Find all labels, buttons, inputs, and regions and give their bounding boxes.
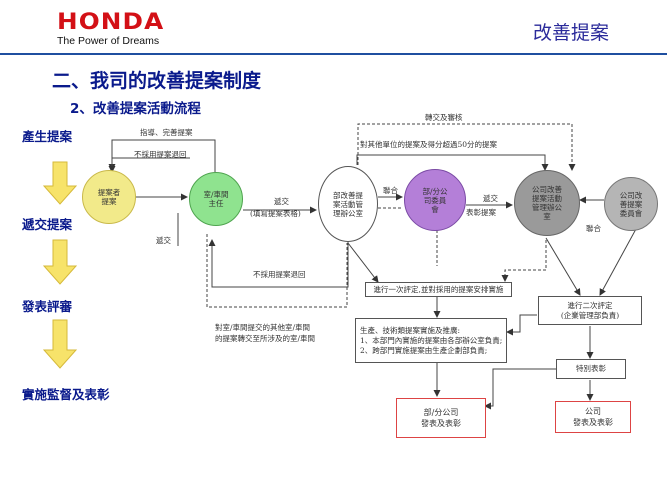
box-dept-publish: 部/分公司發表及表彰 xyxy=(396,398,486,438)
label-cosign-2: 聯合 xyxy=(586,224,601,233)
node-company-office: 公司改善提案活動管理辦公室 xyxy=(514,170,580,236)
honda-logo: HONDA The Power of Dreams xyxy=(57,12,163,48)
box-special-award: 特別表彰 xyxy=(556,359,626,379)
label-submit-2: 遞交 xyxy=(483,194,498,203)
label-other-units-2: 的提案轉交至所涉及的室/車間 xyxy=(215,334,316,343)
label-submit-1: 遞交 xyxy=(274,197,289,206)
node-dept-committee: 部/分公司委員會 xyxy=(404,169,466,231)
header-divider xyxy=(0,53,667,55)
stage-arrow-3 xyxy=(42,319,78,369)
stage-arrow-1 xyxy=(42,161,78,205)
label-reject-bottom: 不採用提案退回 xyxy=(253,270,306,279)
node-proposer: 提案者提案 xyxy=(82,170,136,224)
brand-wordmark: HONDA xyxy=(57,10,165,35)
label-over-50: 對其他單位的提案及得分超過50分的提案 xyxy=(360,140,498,149)
stage-implement: 實施監督及表彰 xyxy=(22,387,110,402)
label-award-proposal: 表彰提案 xyxy=(466,208,496,217)
stage-submit: 遞交提案 xyxy=(22,217,73,232)
node-dept-office: 部改善提案活動管理辦公室 xyxy=(318,166,378,242)
sub-title: 2、改善提案活動流程 xyxy=(70,101,201,117)
label-reject-top: 不採用提案退回 xyxy=(134,150,187,159)
stage-generate: 產生提案 xyxy=(22,129,73,144)
stage-review: 發表評審 xyxy=(22,299,73,314)
node-section-head: 室/車間主任 xyxy=(189,172,243,226)
slide-header-title: 改善提案 xyxy=(532,22,609,44)
label-other-units-1: 對室/車間提交的其他室/車間 xyxy=(215,323,311,332)
label-fill-form: (填寫提案表格) xyxy=(250,209,301,218)
label-transfer-review: 轉交及審核 xyxy=(425,113,463,122)
box-implement: 生產、技術類提案實施及推廣:1、本部門內實施的提案由各部辦公室負責;2、跨部門實… xyxy=(355,318,507,363)
label-cosign-1: 聯合 xyxy=(383,186,398,195)
box-second-review: 進行二次評定(企業管理部負責) xyxy=(538,296,642,325)
main-title: 二、我司的改善提案制度 xyxy=(52,70,262,92)
brand-tagline: The Power of Dreams xyxy=(57,35,160,47)
box-company-publish: 公司發表及表彰 xyxy=(555,401,631,433)
label-submit-down: 遞交 xyxy=(156,236,171,245)
node-company-committee: 公司改善提案委員會 xyxy=(604,177,658,231)
label-guide: 指導、完善提案 xyxy=(140,128,193,137)
stage-arrow-2 xyxy=(42,239,78,285)
box-first-review: 進行一次評定,並對採用的提案安排實施 xyxy=(365,282,512,297)
